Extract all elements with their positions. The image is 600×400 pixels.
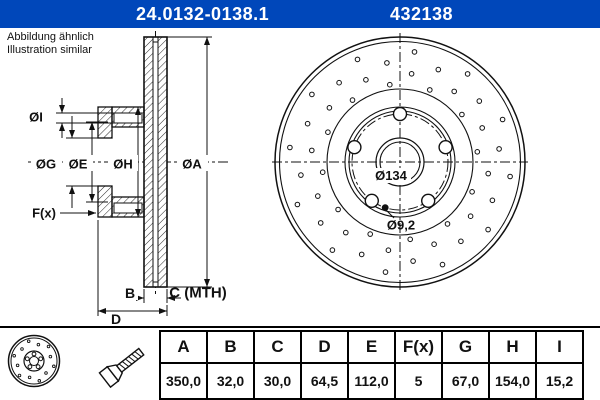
dim-value: 67,0	[441, 362, 490, 400]
part-number: 24.0132-0138.1	[136, 4, 270, 24]
bolt-circle-label-bg	[371, 168, 411, 183]
f-label: F(x)	[32, 206, 56, 221]
wheel-bolt-icon	[98, 347, 145, 389]
col-header: D	[300, 330, 349, 364]
front-view	[272, 33, 528, 291]
technical-drawing: ØI ØG ØE ØH ØA F(x) B C (MTH) D	[28, 31, 528, 327]
header-bar: 24.0132-0138.1 432138	[0, 0, 600, 28]
dim-value: 154,0	[488, 362, 537, 400]
vent-slot	[152, 41, 159, 283]
dim-value: 15,2	[535, 362, 584, 400]
section-labels: ØI ØG ØE ØH ØA F(x) B C (MTH) D	[29, 110, 227, 327]
center-bore-circle	[375, 137, 425, 187]
dia-e-label: ØE	[69, 157, 88, 172]
bolt-circle-label: Ø134	[375, 168, 408, 183]
dim-value: 30,0	[253, 362, 302, 400]
dia-g-label: ØG	[36, 157, 56, 172]
dim-d	[97, 220, 168, 316]
dim-value: 64,5	[300, 362, 349, 400]
col-header: F(x)	[394, 330, 443, 364]
d-label: D	[111, 311, 121, 326]
col-header: E	[347, 330, 396, 364]
similarity-note: Abbildung ähnlich Illustration similar	[7, 31, 94, 57]
col-header: C	[253, 330, 302, 364]
pin-hole-leader	[386, 210, 395, 219]
dia-a-label: ØA	[182, 157, 202, 172]
bolt-hole-lower	[113, 202, 143, 214]
col-header: H	[488, 330, 537, 364]
friction-inner-circle	[326, 88, 474, 236]
dim-value: 5	[394, 362, 443, 400]
note-line-en: Illustration similar	[7, 44, 92, 56]
table-value-row: 350,0 32,0 30,0 64,5 112,0 5 67,0 154,0 …	[159, 362, 584, 400]
dia-h-label: ØH	[113, 157, 133, 172]
col-header: G	[441, 330, 490, 364]
section-label-backgrounds	[31, 155, 208, 300]
bolt-circle	[351, 113, 449, 211]
outer-diameter-circle	[274, 36, 526, 288]
bolt-hole-upper	[113, 112, 143, 124]
article-number: 432138	[390, 4, 454, 24]
b-label: B	[125, 285, 135, 301]
friction-plate-left	[143, 36, 154, 288]
dim-i	[56, 98, 114, 138]
col-header: A	[159, 330, 208, 364]
section-view	[28, 31, 230, 316]
col-header: B	[206, 330, 255, 364]
dim-value: 112,0	[347, 362, 396, 400]
front-labels: Ø134 Ø9,2	[375, 168, 415, 233]
col-header: I	[535, 330, 584, 364]
lug-holes	[347, 106, 453, 209]
pin-hole-label: Ø9,2	[387, 218, 415, 233]
outer-chamfer-circle	[278, 40, 522, 284]
dimension-table: A B C D E F(x) G H I 350,0 32,0 30,0 64,…	[159, 330, 584, 400]
dia-i-label: ØI	[29, 110, 43, 125]
note-line-de: Abbildung ähnlich	[7, 31, 94, 43]
dim-value: 32,0	[206, 362, 255, 400]
pin-hole	[381, 204, 389, 212]
table-separator-line	[0, 326, 600, 328]
friction-plate-right	[157, 36, 168, 288]
c-mth-label: C (MTH)	[169, 285, 226, 302]
dim-value: 350,0	[159, 362, 208, 400]
table-header-row: A B C D E F(x) G H I	[159, 330, 584, 364]
brake-disc-icon	[7, 334, 61, 388]
drill-holes-pattern	[287, 49, 513, 275]
